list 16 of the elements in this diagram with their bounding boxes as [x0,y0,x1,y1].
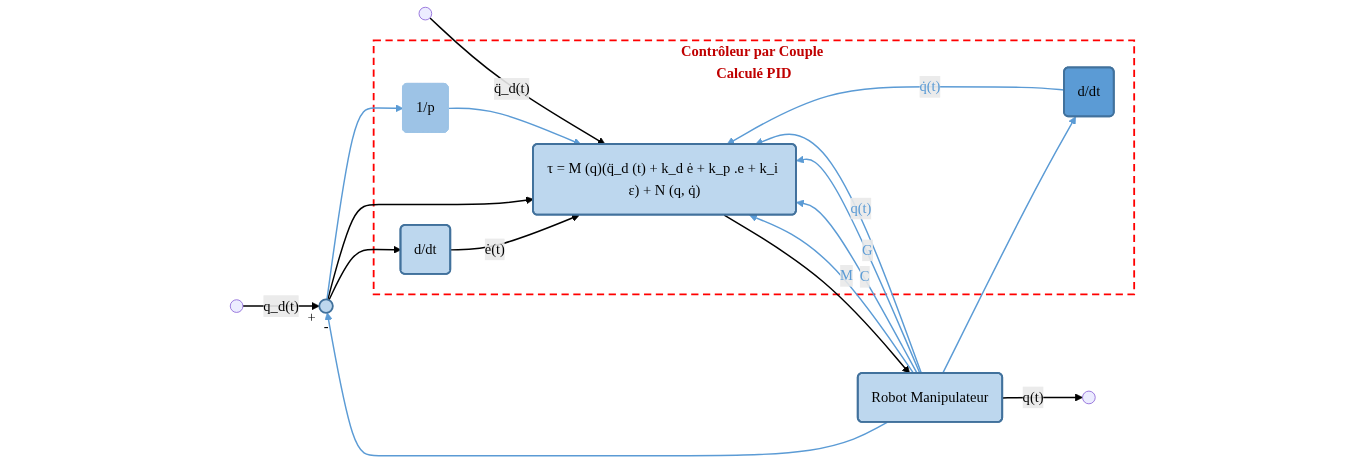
edge-label: q(t) [1022,389,1044,405]
sign-label: + [307,308,316,325]
edge-label: q_d(t) [263,297,299,314]
arrow [326,104,404,301]
edge-label: q̈_d(t) [493,80,530,97]
node-circle [318,298,334,314]
edge-label: q(t) [850,200,872,216]
edge-label: G [861,242,873,258]
edge-label: ė(t) [484,241,505,257]
sign-label: - [323,317,329,334]
edge-label: C [859,268,870,285]
arrow [324,312,888,457]
edge-label: q̇(t) [919,78,941,95]
arrow [723,214,910,374]
edge-label: M [839,267,853,284]
arrow [429,17,606,145]
